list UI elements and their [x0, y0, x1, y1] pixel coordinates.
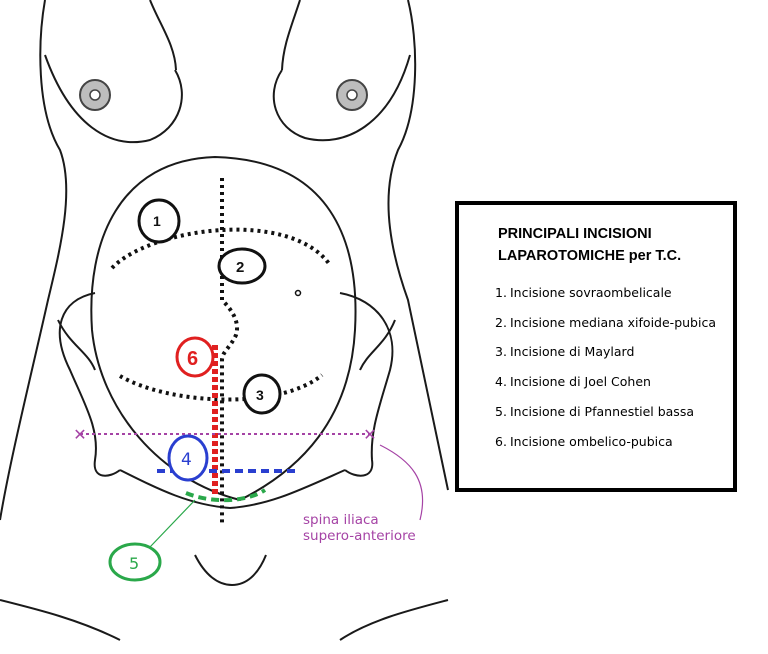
- umbilicus-dot: [294, 289, 302, 297]
- legend-item: 1. Incisione sovraombelicale: [495, 285, 723, 300]
- marker-5-connector: [149, 499, 196, 548]
- marker-1: 1: [137, 198, 181, 244]
- legend-item-number: 3.: [495, 344, 507, 359]
- incision-3-maylard: [118, 373, 324, 402]
- incision-5-pfannenstiel: [185, 488, 267, 503]
- svg-text:✕: ✕: [363, 425, 376, 444]
- marker-6: 6: [175, 336, 215, 378]
- incision-2-midline: [220, 178, 239, 525]
- legend-item: 3. Incisione di Maylard: [495, 344, 723, 359]
- marker-4: 4: [167, 434, 209, 482]
- svg-text:4: 4: [181, 450, 192, 470]
- marker-2: 2: [217, 247, 267, 285]
- svg-text:3: 3: [256, 387, 264, 403]
- iliac-spine-annotation-line1: spina iliaca: [303, 512, 379, 528]
- body-outline: [0, 0, 449, 641]
- svg-text:✕: ✕: [73, 425, 86, 444]
- iliac-spine-annotation: spina iliaca supero-anteriore: [303, 512, 416, 544]
- legend-item: 5. Incisione di Pfannestiel bassa: [495, 404, 723, 419]
- legend-item-text: Incisione sovraombelicale: [510, 285, 672, 300]
- legend-item: 6. Incisione ombelico-pubica: [495, 434, 723, 449]
- legend-title-line2: LAPAROTOMICHE per T.C.: [498, 248, 682, 264]
- legend-item: 2. Incisione mediana xifoide-pubica: [495, 315, 723, 330]
- iliac-spine-line: ✕ ✕: [73, 425, 424, 521]
- incision-1-supraumbilical: [110, 227, 332, 270]
- svg-text:1: 1: [153, 213, 161, 229]
- legend-item-text: Incisione di Maylard: [510, 344, 635, 359]
- legend-item-number: 4.: [495, 374, 507, 389]
- legend-item-text: Incisione mediana xifoide-pubica: [510, 315, 716, 330]
- legend-title-line1: PRINCIPALI INCISIONI: [498, 226, 652, 242]
- legend-item-number: 5.: [495, 404, 507, 419]
- legend-item-text: Incisione ombelico-pubica: [510, 434, 673, 449]
- iliac-spine-annotation-line2: supero-anteriore: [303, 528, 416, 544]
- svg-text:2: 2: [236, 259, 244, 276]
- marker-5: 5: [108, 542, 162, 582]
- svg-text:5: 5: [129, 554, 139, 573]
- marker-3: 3: [242, 373, 282, 415]
- legend-list: 1. Incisione sovraombelicale 2. Incision…: [495, 285, 723, 449]
- legend-item-number: 6.: [495, 434, 507, 449]
- svg-text:6: 6: [187, 348, 198, 370]
- legend-item-text: Incisione di Pfannestiel bassa: [510, 404, 694, 419]
- legend-box: PRINCIPALI INCISIONI LAPAROTOMICHE per T…: [455, 201, 737, 492]
- legend-item: 4. Incisione di Joel Cohen: [495, 374, 723, 389]
- legend-item-number: 2.: [495, 315, 507, 330]
- nipples: [79, 79, 368, 111]
- legend-item-number: 1.: [495, 285, 507, 300]
- legend-item-text: Incisione di Joel Cohen: [510, 374, 651, 389]
